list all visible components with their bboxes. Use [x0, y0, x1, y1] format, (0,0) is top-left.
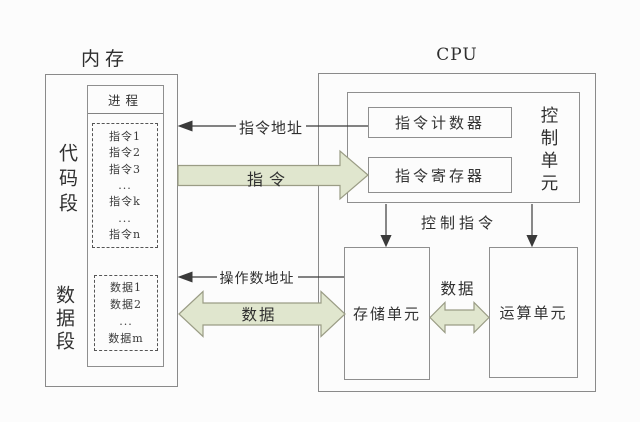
data-list-box: 数据1 数据2 ... 数据m — [94, 275, 158, 351]
data-item: 数据1 — [110, 281, 142, 294]
instruction-bus-label: 指令 — [246, 170, 291, 189]
data-item: 数据2 — [110, 298, 142, 311]
instruction-counter-box: 指令计数器 — [368, 107, 512, 138]
cpu-internal-data-label: 数据 — [440, 280, 476, 298]
alu-unit-box: 运算单元 — [489, 247, 578, 378]
instruction-item: 指令1 — [109, 130, 141, 143]
memory-box — [45, 74, 178, 387]
instruction-item: 指令n — [108, 227, 142, 241]
instruction-list-box: 指令1 指令2 指令3 ... 指令k ... 指令n — [92, 123, 158, 248]
cpu-title: CPU — [436, 45, 478, 65]
instruction-register-box: 指令寄存器 — [368, 157, 512, 193]
instruction-item-ellipsis: ... — [118, 178, 132, 192]
instruction-address-label: 指令地址 — [224, 117, 318, 138]
operand-address-text: 操作数地址 — [216, 271, 298, 287]
instruction-item: 指令2 — [109, 146, 141, 160]
instruction-address-text: 指令地址 — [235, 119, 306, 137]
data-segment-label: 数据段 — [53, 284, 75, 354]
control-signal-label: 控制指令 — [420, 214, 497, 232]
control-unit-label: 控制单元 — [538, 106, 558, 196]
process-box: 进程 — [87, 85, 164, 367]
instruction-item-ellipsis: ... — [118, 211, 132, 225]
data-bus-label: 数据 — [241, 306, 277, 324]
instruction-item: 指令k — [109, 195, 141, 209]
cpu-box — [318, 73, 596, 392]
memory-title: 内存 — [80, 48, 129, 70]
storage-unit-box: 存储单元 — [344, 247, 430, 380]
code-segment-label: 代码段 — [56, 142, 78, 218]
operand-address-label: 操作数地址 — [207, 268, 307, 288]
process-header: 进程 — [88, 86, 163, 114]
instruction-item: 指令3 — [109, 162, 141, 176]
data-item-ellipsis: ... — [119, 315, 133, 328]
control-unit-box — [347, 92, 580, 203]
data-item: 数据m — [108, 332, 144, 345]
